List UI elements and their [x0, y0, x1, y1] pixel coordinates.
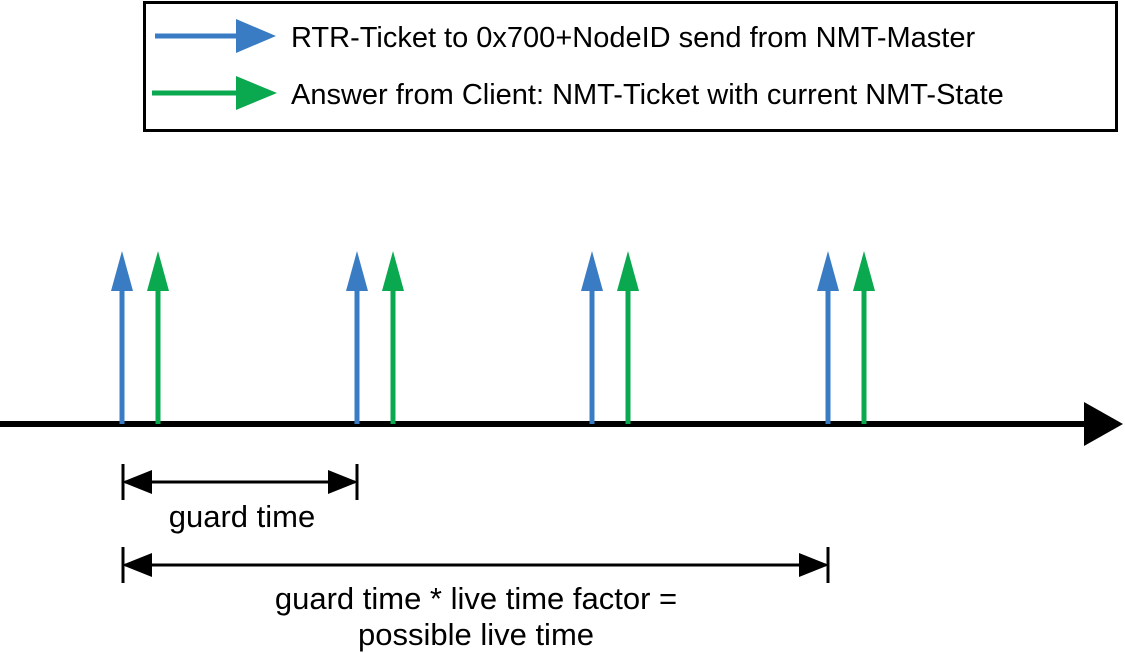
- right-arrow-icon: [1084, 402, 1123, 446]
- up-arrow-icon: [817, 251, 839, 291]
- event-pair-4: [817, 251, 875, 424]
- dimension-label-live-time-line2: possible live time: [358, 617, 594, 652]
- left-arrow-icon: [122, 470, 152, 494]
- dimension-guard-time: guard time: [121, 464, 359, 534]
- legend: RTR-Ticket to 0x700+NodeID send from NMT…: [143, 1, 1118, 132]
- master-rtr-arrow: [346, 251, 368, 424]
- event-pair-3: [581, 251, 639, 424]
- client-answer-arrow: [147, 251, 169, 424]
- up-arrow-icon: [853, 251, 875, 291]
- event-pair-1: [111, 251, 169, 424]
- legend-border: [143, 1, 1118, 132]
- event-pair-2: [346, 251, 404, 424]
- client-answer-arrow: [617, 251, 639, 424]
- master-rtr-arrow: [111, 251, 133, 424]
- client-answer-arrow: [853, 251, 875, 424]
- client-answer-arrow: [382, 251, 404, 424]
- dimension-label-live-time-line1: guard time * live time factor =: [275, 581, 677, 616]
- right-arrow-icon: [799, 553, 829, 577]
- dimension-label-guard-time: guard time: [169, 499, 315, 534]
- legend-label-client: Answer from Client: NMT-Ticket with curr…: [291, 79, 1004, 111]
- up-arrow-icon: [346, 251, 368, 291]
- legend-entry-master-rtr: RTR-Ticket to 0x700+NodeID send from NMT…: [155, 19, 975, 54]
- right-arrow-icon: [236, 19, 276, 53]
- up-arrow-icon: [617, 251, 639, 291]
- legend-entry-client-answer: Answer from Client: NMT-Ticket with curr…: [152, 76, 1004, 111]
- dimension-possible-live-time: guard time * live time factor = possible…: [121, 547, 830, 652]
- master-rtr-arrow: [817, 251, 839, 424]
- right-arrow-icon: [236, 76, 277, 110]
- up-arrow-icon: [382, 251, 404, 291]
- left-arrow-icon: [122, 553, 152, 577]
- right-arrow-icon: [328, 470, 358, 494]
- master-rtr-arrow: [581, 251, 603, 424]
- up-arrow-icon: [581, 251, 603, 291]
- up-arrow-icon: [147, 251, 169, 291]
- legend-label-master: RTR-Ticket to 0x700+NodeID send from NMT…: [291, 22, 975, 54]
- up-arrow-icon: [111, 251, 133, 291]
- time-axis: [0, 402, 1123, 446]
